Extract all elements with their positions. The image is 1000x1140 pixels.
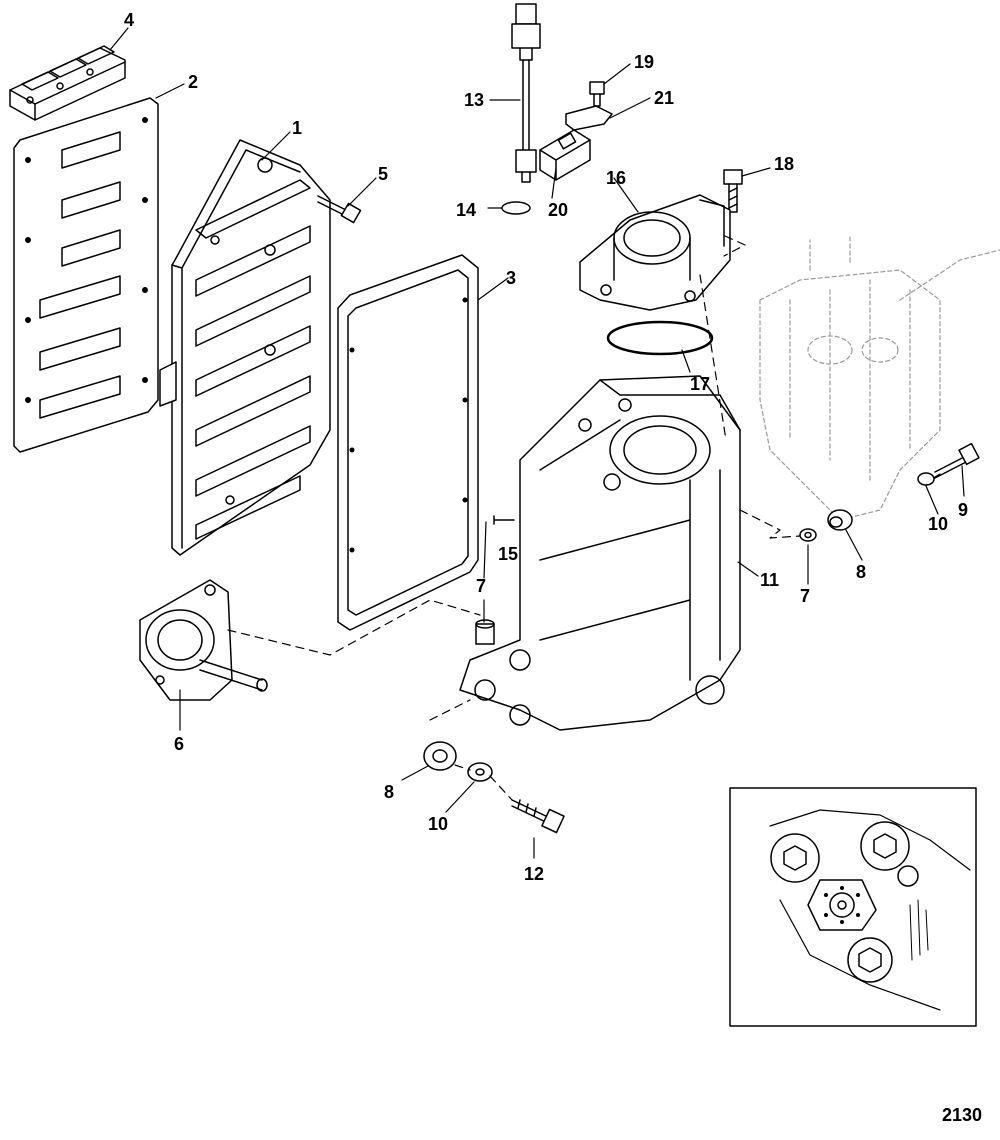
part-3-gasket [337, 254, 479, 631]
callout-10-right: 10 [928, 514, 948, 534]
callout-15: 15 [498, 544, 518, 564]
callout-18: 18 [774, 154, 794, 174]
callout-19: 19 [634, 52, 654, 72]
callout-17: 17 [690, 374, 710, 394]
detail-inset [729, 787, 977, 1027]
part-21-bracket [565, 105, 613, 131]
part-8-grommet-right [827, 509, 853, 531]
callout-2: 2 [188, 72, 198, 92]
leader-lines [109, 27, 965, 859]
alignment-lines [227, 235, 941, 801]
callout-7-right: 7 [800, 586, 810, 606]
callout-7-left: 7 [476, 576, 486, 596]
part-15-stud [493, 515, 515, 525]
callout-3: 3 [506, 268, 516, 288]
part-4-reed-block [9, 45, 126, 121]
part-6-fuel-pump [139, 579, 268, 701]
callout-5: 5 [378, 164, 388, 184]
callout-8-right: 8 [856, 562, 866, 582]
part-13-sensor [511, 3, 541, 183]
part-18-bolt [723, 169, 743, 213]
callout-13: 13 [464, 90, 484, 110]
part-10-washer-lower [467, 762, 493, 782]
callout-10-lower: 10 [428, 814, 448, 834]
callout-20: 20 [548, 200, 568, 220]
part-9-bolt [934, 442, 980, 479]
callout-12: 12 [524, 864, 544, 884]
callout-labels: 4 2 1 5 13 19 21 14 20 16 18 3 17 9 10 8… [124, 10, 968, 884]
reference-assembly-ghost [759, 235, 1000, 521]
part-2-plate-gasket [13, 97, 159, 453]
part-16-throttle-body [579, 194, 731, 311]
figure-number: 2130 [941, 1105, 982, 1125]
part-19-screw [589, 81, 605, 107]
callout-14: 14 [456, 200, 476, 220]
callout-1: 1 [292, 118, 302, 138]
part-20-sensor [539, 129, 591, 181]
callout-6: 6 [174, 734, 184, 754]
callout-9: 9 [958, 500, 968, 520]
part-1-adaptor-plate [159, 139, 331, 556]
callout-8-lower: 8 [384, 782, 394, 802]
part-7-sleeve-left [475, 619, 495, 645]
callout-11: 11 [760, 570, 779, 590]
part-8-grommet-lower [423, 741, 457, 771]
callout-4: 4 [124, 10, 134, 30]
part-11-intake-manifold [459, 375, 741, 731]
callout-21: 21 [654, 88, 674, 108]
part-7-sleeve-right [799, 528, 817, 542]
callout-16: 16 [606, 168, 626, 188]
part-12-bolt [511, 799, 565, 834]
part-17-o-ring [606, 320, 714, 356]
part-5-screw [317, 195, 362, 224]
part-14-o-ring [501, 201, 531, 215]
part-10-washer-right [917, 472, 935, 486]
